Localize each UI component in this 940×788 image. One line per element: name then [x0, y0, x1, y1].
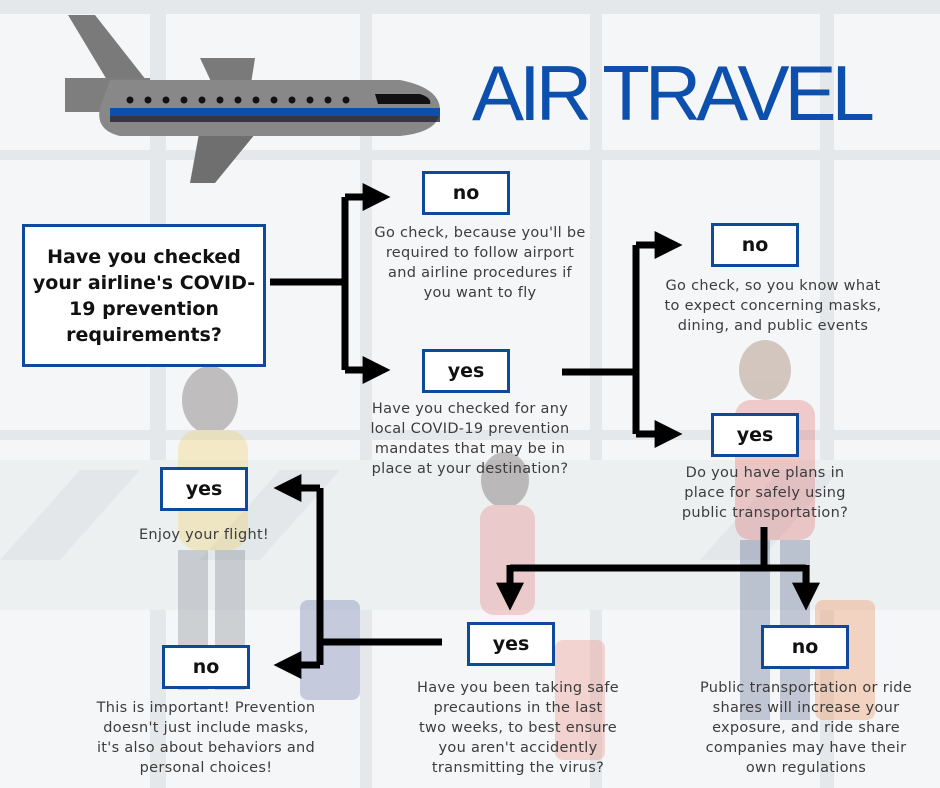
b1-yes-label: yes	[447, 360, 485, 382]
b3-yes-text: Have you been taking safe precautions in…	[417, 680, 619, 776]
b2-yes-text: Do you have plans in place for safely us…	[681, 465, 849, 521]
b3-no-box: no	[761, 625, 849, 669]
b2-no-label: no	[741, 234, 769, 256]
question-text: Have you checked your airline's COVID-19…	[32, 245, 256, 346]
b2-yes-box: yes	[711, 413, 799, 457]
b3-no-text: Public transportation or ride shares wil…	[699, 680, 913, 776]
b4-yes-label: yes	[185, 478, 223, 500]
b3-yes-label: yes	[492, 633, 530, 655]
b1-yes-box: yes	[422, 349, 510, 393]
b2-yes-label: yes	[736, 424, 774, 446]
airplane-icon	[65, 15, 440, 183]
b2-no-box: no	[711, 223, 799, 267]
b4-no-label: no	[192, 656, 220, 678]
b4-no-text: This is important! Prevention doesn't ju…	[96, 700, 316, 776]
b1-no-text: Go check, because you'll be required to …	[374, 225, 586, 301]
b3-no-label: no	[791, 636, 819, 658]
b4-yes-text: Enjoy your flight!	[138, 527, 270, 543]
b1-no-label: no	[452, 182, 480, 204]
b2-no-text: Go check, so you know what to expect con…	[664, 278, 882, 334]
question-box: Have you checked your airline's COVID-19…	[22, 224, 266, 367]
b4-yes-box: yes	[160, 467, 248, 511]
page-title: AIR TRAVEL	[472, 49, 875, 137]
b4-no-box: no	[162, 645, 250, 689]
b3-yes-box: yes	[467, 622, 555, 666]
b1-yes-text: Have you checked for any local COVID-19 …	[370, 401, 570, 477]
b1-no-box: no	[422, 171, 510, 215]
